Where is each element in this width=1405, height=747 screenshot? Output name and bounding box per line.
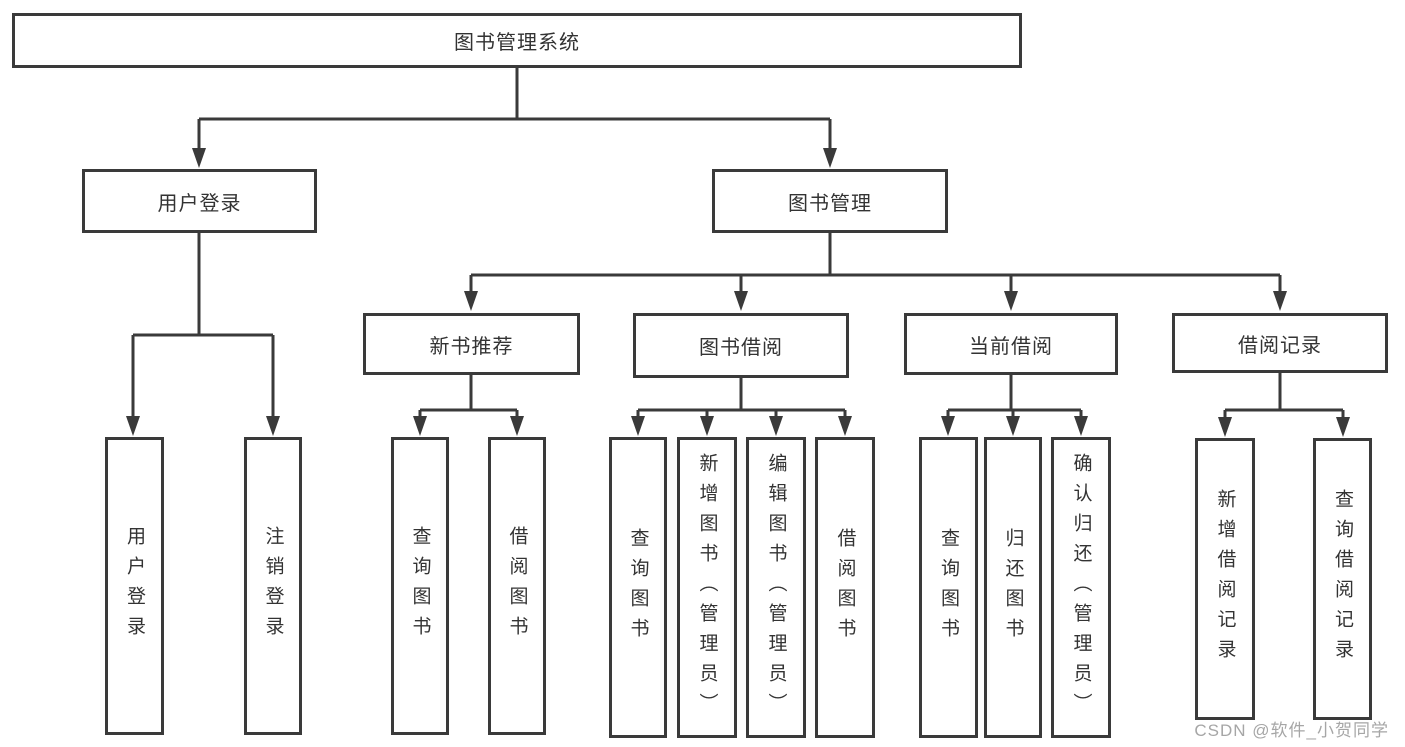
leaf-confirm-return-admin: 确认归还（管理员）	[1051, 437, 1111, 738]
leaf-edit-books-admin: 编辑图书（管理员）	[746, 437, 806, 738]
arrowhead-icon	[1006, 416, 1020, 436]
leaf-return-books: 归还图书	[984, 437, 1042, 738]
leaf-query-books-borrow: 查询图书	[609, 437, 667, 738]
arrowhead-icon	[1336, 417, 1350, 437]
node-new-book-recommend: 新书推荐	[363, 313, 580, 375]
connector-new-book-to-leaves	[418, 375, 519, 418]
leaf-label: 查询图书	[409, 526, 431, 646]
connector-book-borrow-to-leaves	[636, 378, 847, 418]
node-book-management: 图书管理	[712, 169, 948, 233]
node-user-login: 用户登录	[82, 169, 317, 233]
connector-borrow-records-to-leaves	[1223, 373, 1345, 420]
arrowhead-icon	[266, 416, 280, 436]
leaf-label: 查询借阅记录	[1332, 489, 1353, 669]
leaf-label: 借阅图书	[506, 526, 528, 646]
connector-current-borrow-to-leaves	[946, 375, 1083, 418]
leaf-user-login: 用户登录	[105, 437, 164, 735]
arrowhead-icon	[510, 416, 524, 436]
arrowhead-icon	[823, 148, 837, 168]
leaf-add-borrow-record: 新增借阅记录	[1195, 438, 1255, 720]
leaf-logout: 注销登录	[244, 437, 302, 735]
arrowhead-icon	[700, 416, 714, 436]
arrowhead-icon	[1074, 416, 1088, 436]
leaf-label: 用户登录	[124, 526, 145, 646]
leaf-query-books-recommend: 查询图书	[391, 437, 449, 735]
leaf-label: 归还图书	[1002, 527, 1024, 648]
leaf-label: 查询图书	[627, 527, 649, 648]
leaf-label: 编辑图书（管理员）	[765, 452, 787, 723]
node-book-borrow: 图书借阅	[633, 313, 849, 378]
connector-book-management-to-level3	[469, 233, 1282, 293]
node-current-borrow: 当前借阅	[904, 313, 1118, 375]
csdn-watermark: CSDN @软件_小贺同学	[1194, 721, 1389, 740]
leaf-query-books-current: 查询图书	[919, 437, 978, 738]
arrowhead-icon	[126, 416, 140, 436]
connector-root-to-level2	[197, 68, 832, 150]
arrowhead-icon	[734, 291, 748, 311]
leaf-borrow-books: 借阅图书	[815, 437, 875, 738]
arrowhead-icon	[464, 291, 478, 311]
arrowhead-icon	[1218, 417, 1232, 437]
leaf-borrow-books-recommend: 借阅图书	[488, 437, 546, 735]
arrowhead-icon	[1273, 291, 1287, 311]
leaf-label: 注销登录	[262, 526, 284, 646]
arrowhead-icon	[1004, 291, 1018, 311]
arrowhead-icon	[838, 416, 852, 436]
node-library-management-system: 图书管理系统	[12, 13, 1022, 68]
leaf-label: 新增图书（管理员）	[696, 452, 718, 723]
leaf-label: 确认归还（管理员）	[1070, 452, 1092, 723]
leaf-add-books-admin: 新增图书（管理员）	[677, 437, 737, 738]
arrowhead-icon	[631, 416, 645, 436]
leaf-label: 借阅图书	[834, 527, 856, 648]
arrowhead-icon	[413, 416, 427, 436]
arrowhead-icon	[941, 416, 955, 436]
node-borrow-records: 借阅记录	[1172, 313, 1388, 373]
leaf-query-borrow-record: 查询借阅记录	[1313, 438, 1372, 720]
connector-user-login-to-leaves	[131, 233, 275, 418]
leaf-label: 新增借阅记录	[1214, 489, 1236, 669]
leaf-label: 查询图书	[938, 527, 959, 648]
arrowhead-icon	[769, 416, 783, 436]
arrowhead-icon	[192, 148, 206, 168]
